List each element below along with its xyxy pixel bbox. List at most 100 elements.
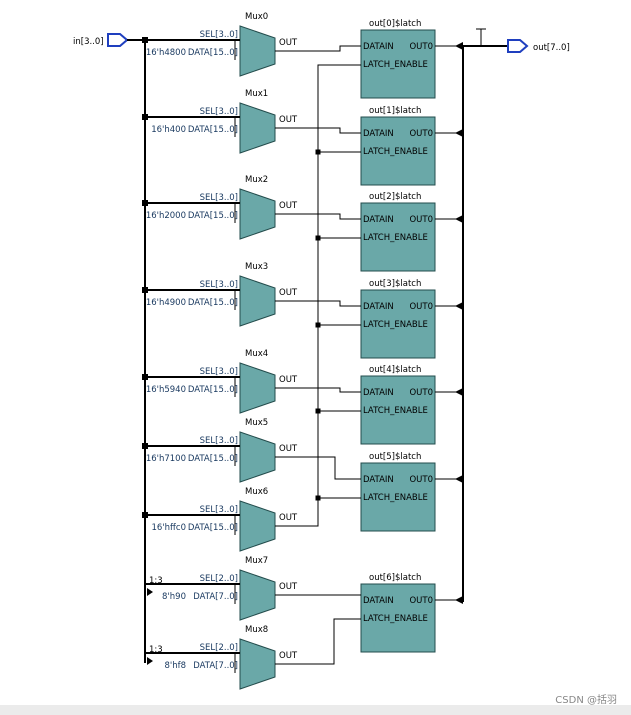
latch-out0-port: OUT0 bbox=[409, 475, 433, 485]
mux-const-value: 16'h4900 bbox=[146, 298, 186, 308]
mux-body[interactable] bbox=[239, 569, 276, 621]
mux-const-value: 8'hf8 bbox=[164, 661, 186, 671]
mux-out-port: OUT bbox=[279, 375, 298, 385]
input-port-icon[interactable] bbox=[107, 33, 129, 47]
latch-body[interactable] bbox=[360, 289, 436, 359]
mux-data-port: DATA[15..0] bbox=[188, 454, 238, 464]
latch-out0-port: OUT0 bbox=[409, 302, 433, 312]
enable-trunk bbox=[275, 64, 361, 527]
data-wire-5 bbox=[275, 456, 361, 480]
latch-datain-port: DATAIN bbox=[363, 42, 394, 52]
latch-name: out[6]$latch bbox=[369, 573, 421, 583]
mux-out-port: OUT bbox=[279, 651, 298, 661]
latch-out0-port: OUT0 bbox=[409, 42, 433, 52]
junction-dot bbox=[142, 37, 148, 43]
latch-enable-port: LATCH_ENABLE bbox=[363, 493, 428, 503]
mux-name: Mux1 bbox=[245, 89, 268, 99]
latch-datain-port: DATAIN bbox=[363, 388, 394, 398]
mux-name: Mux8 bbox=[245, 625, 268, 635]
mux-body[interactable] bbox=[239, 500, 276, 552]
mux-data-port: DATA[15..0] bbox=[188, 48, 238, 58]
latch-enable-port: LATCH_ENABLE bbox=[363, 60, 428, 70]
enable-wire-6 bbox=[275, 618, 361, 665]
mux-name: Mux6 bbox=[245, 487, 268, 497]
mux-sel-port: SEL[3..0] bbox=[200, 30, 238, 40]
junction-dot bbox=[315, 149, 321, 155]
bus-arrow-icon bbox=[455, 129, 463, 137]
mux-data-port: DATA[7..0] bbox=[193, 592, 238, 602]
mux-data-port: DATA[15..0] bbox=[188, 125, 238, 135]
bus-arrow-icon bbox=[455, 475, 463, 483]
bus-arrow-icon bbox=[455, 388, 463, 396]
wire-layer bbox=[275, 45, 361, 665]
latch-out0-port: OUT0 bbox=[409, 596, 433, 606]
output-port-icon[interactable] bbox=[507, 39, 529, 53]
mux-body[interactable] bbox=[239, 638, 276, 690]
mux-data-port: DATA[15..0] bbox=[188, 298, 238, 308]
footer-bar bbox=[0, 705, 631, 715]
bus-arrow-icon bbox=[455, 42, 463, 50]
mux-sel-port: SEL[3..0] bbox=[200, 107, 238, 117]
latch-datain-port: DATAIN bbox=[363, 475, 394, 485]
junction-dot bbox=[315, 235, 321, 241]
bus-tap-label: 1:3 bbox=[149, 645, 163, 655]
junction-dot bbox=[142, 200, 148, 206]
mux-name: Mux0 bbox=[245, 12, 268, 22]
mux-data-port: DATA[15..0] bbox=[188, 523, 238, 533]
mux-body[interactable] bbox=[239, 431, 276, 483]
latch-body[interactable] bbox=[360, 462, 436, 532]
mux-out-port: OUT bbox=[279, 288, 298, 298]
mux-const-value: 8'h90 bbox=[162, 592, 186, 602]
mux-out-port: OUT bbox=[279, 201, 298, 211]
watermark: CSDN @括羽 bbox=[555, 695, 617, 706]
latch-name: out[5]$latch bbox=[369, 452, 421, 462]
latch-enable-port: LATCH_ENABLE bbox=[363, 233, 428, 243]
mux-name: Mux3 bbox=[245, 262, 268, 272]
mux-body[interactable] bbox=[239, 275, 276, 327]
data-wire-1 bbox=[275, 127, 361, 134]
junction-dot bbox=[315, 495, 321, 501]
data-wire-4 bbox=[275, 387, 361, 393]
mux-body[interactable] bbox=[239, 362, 276, 414]
junction-dot bbox=[142, 374, 148, 380]
latch-datain-port: DATAIN bbox=[363, 129, 394, 139]
mux-out-port: OUT bbox=[279, 38, 298, 48]
latch-body[interactable] bbox=[360, 116, 436, 186]
latch-body[interactable] bbox=[360, 202, 436, 272]
mux-name: Mux4 bbox=[245, 349, 268, 359]
mux-out-port: OUT bbox=[279, 513, 298, 523]
mux-body[interactable] bbox=[239, 102, 276, 154]
mux-sel-port: SEL[3..0] bbox=[200, 367, 238, 377]
tap-arrow-icon bbox=[147, 657, 153, 665]
latch-enable-port: LATCH_ENABLE bbox=[363, 147, 428, 157]
data-wire-0 bbox=[275, 45, 361, 52]
mux-data-port: DATA[15..0] bbox=[188, 385, 238, 395]
latch-body[interactable] bbox=[360, 375, 436, 445]
input-port-label: in[3..0] bbox=[73, 37, 104, 47]
junction-dot bbox=[142, 114, 148, 120]
data-wire-3 bbox=[275, 300, 361, 307]
latch-out0-port: OUT0 bbox=[409, 129, 433, 139]
mux-sel-port: SEL[3..0] bbox=[200, 193, 238, 203]
latch-body[interactable] bbox=[360, 29, 436, 99]
latch-name: out[0]$latch bbox=[369, 19, 421, 29]
mux-body[interactable] bbox=[239, 25, 276, 77]
latch-body[interactable] bbox=[360, 583, 436, 653]
mux-body[interactable] bbox=[239, 188, 276, 240]
